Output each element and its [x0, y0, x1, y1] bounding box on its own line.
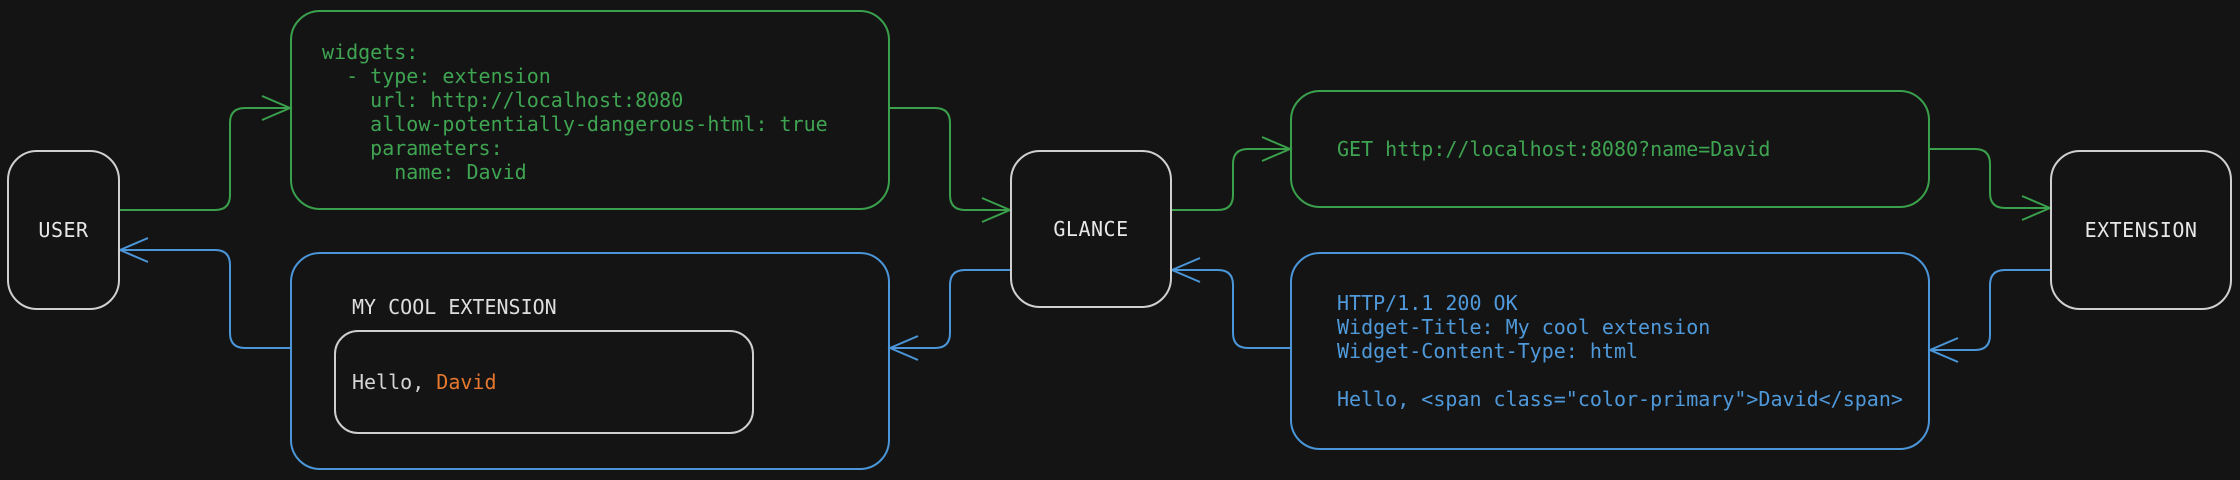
arrowhead-left-icon	[1927, 337, 1959, 363]
http-response-text: HTTP/1.1 200 OK Widget-Title: My cool ex…	[1337, 291, 1903, 411]
arrow-extension-to-response	[1927, 269, 2050, 363]
widget-hello-name: David	[436, 370, 497, 394]
arrowhead-left-icon	[887, 335, 919, 361]
arrow-glance-to-request	[1172, 136, 1293, 211]
node-glance: GLANCE	[1010, 150, 1172, 308]
config-yaml-code: widgets: - type: extension url: http://l…	[322, 40, 828, 184]
http-request-box: GET http://localhost:8080?name=David	[1290, 90, 1930, 208]
node-user: USER	[7, 150, 120, 310]
node-glance-label: GLANCE	[1053, 217, 1129, 241]
widget-hello-text: Hello, David	[336, 370, 497, 394]
rendered-widget-box: MY COOL EXTENSION Hello, David	[290, 252, 890, 470]
arrow-widget-to-user	[117, 237, 290, 349]
http-request-text: GET http://localhost:8080?name=David	[1337, 137, 1771, 161]
arrow-response-to-glance	[1169, 257, 1290, 349]
node-extension-label: EXTENSION	[2084, 218, 2198, 242]
widget-hello-prefix: Hello,	[352, 370, 437, 394]
arrowhead-left-icon	[117, 237, 149, 263]
config-yaml-box: widgets: - type: extension url: http://l…	[290, 10, 890, 210]
widget-content-box: Hello, David	[334, 330, 754, 434]
arrow-user-to-config	[120, 95, 293, 211]
http-response-box: HTTP/1.1 200 OK Widget-Title: My cool ex…	[1290, 252, 1930, 450]
widget-title: MY COOL EXTENSION	[352, 295, 557, 319]
node-extension: EXTENSION	[2050, 150, 2232, 310]
node-user-label: USER	[38, 218, 89, 242]
arrow-glance-to-widget	[887, 269, 1010, 361]
arrow-request-to-extension	[1930, 148, 2053, 221]
arrow-config-to-glance	[890, 107, 1013, 223]
arrowhead-left-icon	[1169, 257, 1201, 283]
